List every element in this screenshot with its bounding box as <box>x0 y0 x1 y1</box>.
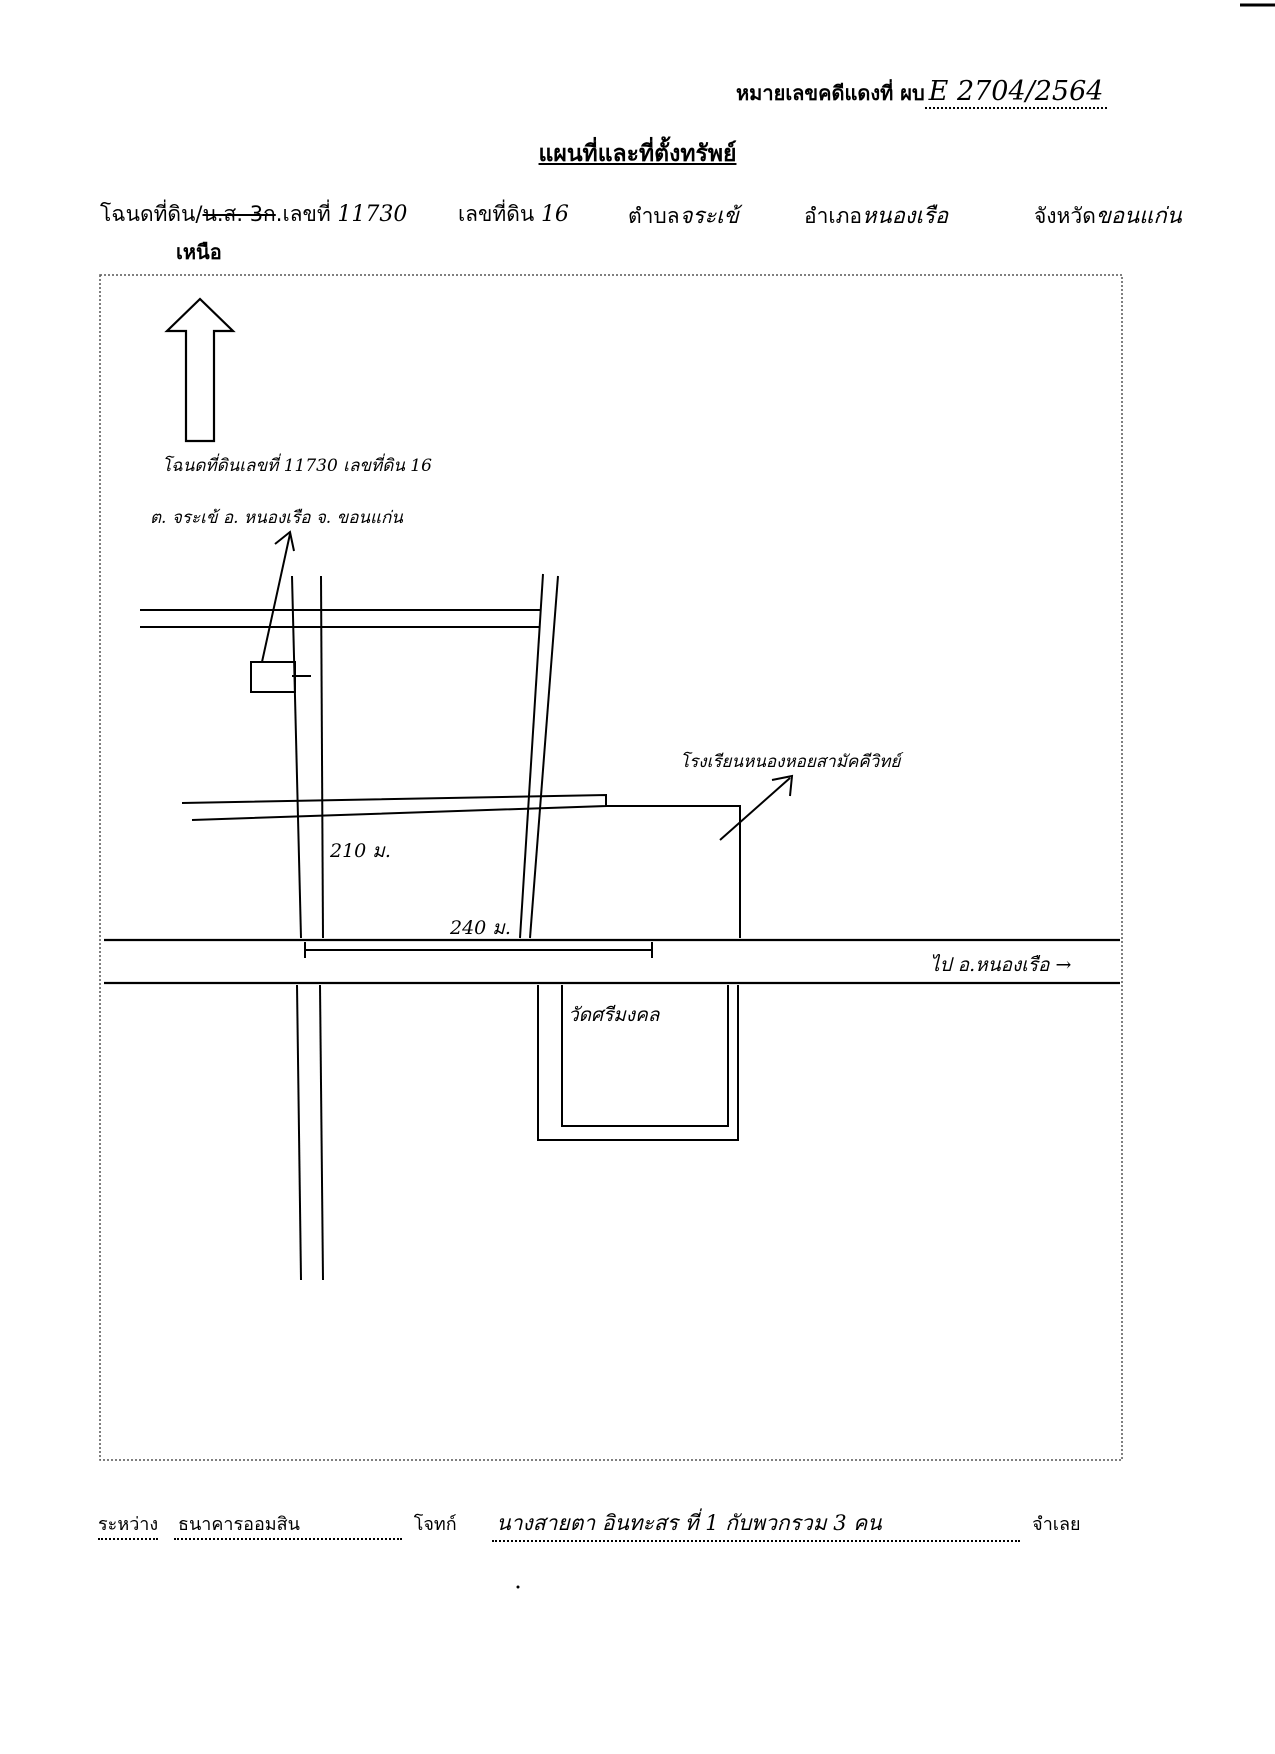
deed-label: โฉนดที่ดิน <box>100 202 196 226</box>
deed-number-label: .เลขที่ <box>275 202 331 226</box>
road-direction-label: ไป อ.หนองเรือ → <box>930 954 1072 976</box>
dimension-horizontal-label: 240 ม. <box>450 917 511 939</box>
parcel-note-line2: ต. จระเข้ อ. หนองเรือ จ. ขอนแก่น <box>150 508 403 528</box>
deed-field: โฉนดที่ดิน/น.ส. 3ก.เลขที่ 11730 <box>100 202 408 227</box>
subdistrict-label: ตำบล <box>628 204 680 228</box>
plaintiff-label: โจทก์ <box>413 1514 457 1535</box>
land-no-field: เลขที่ดิน 16 <box>458 198 569 231</box>
red-case-value: E 2704/2564 <box>924 76 1108 109</box>
north-label: เหนือ <box>176 240 222 264</box>
parcel-pointer-arrow <box>261 533 291 663</box>
parcel-note-line1: โฉนดที่ดินเลขที่ 11730 เลขที่ดิน 16 <box>162 456 432 476</box>
deed-number-value: 11730 <box>337 202 408 227</box>
deed-struck-type: น.ส. 3ก <box>202 202 276 226</box>
middle-road <box>181 793 607 821</box>
district-field: อำเภอหนองเรือ <box>804 198 948 233</box>
subdistrict-field: ตำบลจระเข้ <box>628 198 739 233</box>
parcel-marker <box>250 661 296 693</box>
left-road-west-edge <box>291 575 302 939</box>
district-label: อำเภอ <box>804 204 863 228</box>
land-no-value: 16 <box>540 202 569 227</box>
diagonal-road-east-edge <box>529 575 559 939</box>
land-no-label: เลขที่ดิน <box>458 202 535 226</box>
school-plot <box>606 805 741 938</box>
province-field: จังหวัดขอนแก่น <box>1034 198 1182 233</box>
temple-plot-outer <box>537 985 739 1141</box>
temple-plot-inner <box>561 985 729 1127</box>
district-value: หนองเรือ <box>862 204 949 229</box>
diagonal-road-west-edge <box>519 573 544 939</box>
school-label: โรงเรียนหนองหอยสามัคคีวิทย์ <box>680 752 901 772</box>
defendant-value: นางสายตา อินทะสร ที่ 1 กับพวกรวม 3 คน <box>492 1507 1021 1542</box>
left-road-east-edge <box>320 575 324 939</box>
school-pointer-arrow <box>719 777 791 841</box>
plaintiff-value: ธนาคารออมสิน <box>173 1509 402 1540</box>
subdistrict-value: จระเข้ <box>679 204 739 229</box>
temple-label: วัดศรีมงคล <box>568 1004 660 1026</box>
between-label: ระหว่าง <box>98 1509 159 1540</box>
left-road-south-west-edge <box>296 984 302 1281</box>
defendant-label: จำเลย <box>1032 1514 1081 1535</box>
red-case-label: หมายเลขคดีแดงที่ ผบ <box>736 81 925 105</box>
province-label: จังหวัด <box>1034 204 1096 228</box>
left-road-south-east-edge <box>319 984 324 1281</box>
province-value: ขอนแก่น <box>1095 204 1182 229</box>
north-arrow-icon <box>164 297 236 443</box>
map-frame <box>99 274 1123 1461</box>
dimension-vertical-label: 210 ม. <box>330 840 391 862</box>
parties-line: ระหว่าง ธนาคารออมสิน โจทก์ นางสายตา อินท… <box>98 1507 1081 1542</box>
page-title: แผนที่และที่ตั้งทรัพย์ <box>538 141 737 167</box>
